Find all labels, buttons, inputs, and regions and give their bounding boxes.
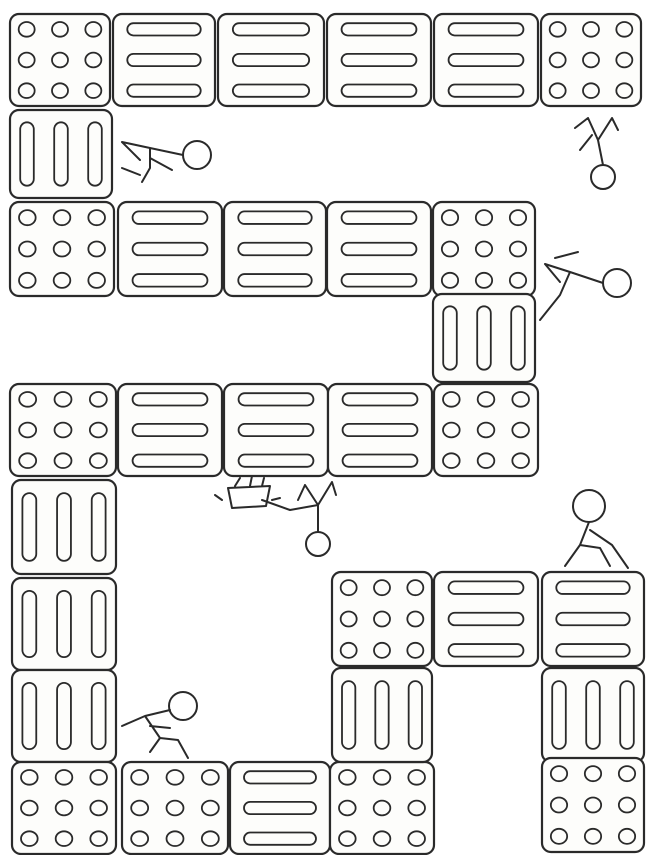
figure-head: [603, 269, 631, 297]
tile-border: [12, 762, 116, 854]
tile-border: [332, 572, 432, 666]
figure-sitting-facing-left: [122, 141, 211, 182]
tile-bars-horizontal: [113, 14, 215, 106]
tile-border: [10, 202, 114, 296]
tile-dots-3x3: [433, 202, 535, 296]
figure-body: [262, 482, 336, 532]
figure-body: [565, 522, 628, 568]
tile-dots-3x3: [434, 384, 538, 476]
tile-bars-vertical: [542, 668, 644, 762]
figure-body: [540, 252, 603, 320]
tile-bars-vertical: [433, 294, 535, 382]
tile-dots-3x3: [330, 762, 434, 854]
figure-body: [122, 142, 183, 182]
tile-dots-3x3: [332, 572, 432, 666]
tile-border: [433, 202, 535, 296]
path-tiles: [10, 14, 644, 854]
tile-dots-3x3: [122, 762, 228, 854]
tile-dots-3x3: [10, 202, 114, 296]
figure-head: [183, 141, 211, 169]
tile-dots-3x3: [10, 384, 116, 476]
tile-bars-horizontal: [434, 14, 538, 106]
tile-border: [10, 384, 116, 476]
tile-bars-horizontal: [327, 14, 431, 106]
tile-border: [542, 758, 644, 852]
tile-bars-horizontal: [230, 762, 330, 854]
figure-head: [591, 165, 615, 189]
tile-dots-3x3: [10, 14, 110, 106]
figure-head: [169, 692, 197, 720]
tile-dots-3x3: [542, 758, 644, 852]
figure-crouching-on-tile: [122, 692, 197, 758]
tile-border: [541, 14, 641, 106]
tile-dots-3x3: [541, 14, 641, 106]
tile-bars-horizontal: [327, 202, 431, 296]
tile-bars-vertical: [12, 480, 116, 574]
figure-body: [122, 710, 188, 758]
tile-dots-3x3: [12, 762, 116, 854]
tile-bars-vertical: [10, 110, 112, 198]
tile-border: [330, 762, 434, 854]
tile-bars-horizontal: [224, 384, 328, 476]
tile-bars-horizontal: [542, 572, 644, 666]
tile-bars-horizontal: [434, 572, 538, 666]
figure-lying-head-down: [575, 118, 618, 189]
figure-lying-facing-right: [540, 252, 631, 320]
tile-bars-horizontal: [224, 202, 326, 296]
tile-border: [122, 762, 228, 854]
tile-bars-horizontal: [118, 202, 222, 296]
figure-head: [306, 532, 330, 556]
figure-lying-head-down-with-basket: [215, 476, 336, 556]
tile-bars-vertical: [12, 670, 116, 762]
tile-bars-horizontal: [328, 384, 432, 476]
figure-sitting-on-tile: [565, 490, 628, 568]
figure-head: [573, 490, 605, 522]
tile-bars-vertical: [332, 668, 432, 762]
tile-border: [10, 14, 110, 106]
tile-bars-vertical: [12, 578, 116, 670]
figure-body: [575, 118, 618, 165]
tile-bars-horizontal: [118, 384, 222, 476]
tile-bars-horizontal: [218, 14, 324, 106]
tile-border: [434, 384, 538, 476]
